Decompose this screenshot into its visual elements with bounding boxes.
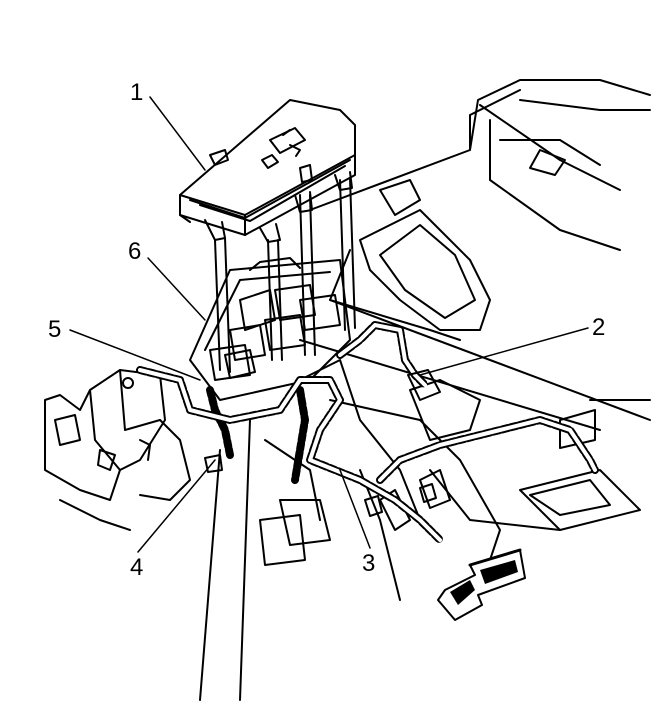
body-structure: [199, 79, 651, 701]
support-posts: [214, 177, 356, 373]
callout-1: 1: [130, 79, 144, 106]
callout-6: 6: [128, 238, 142, 265]
junction-block-base: [189, 257, 351, 401]
left-mount-bracket: [44, 369, 191, 531]
leader-lines: [69, 96, 589, 553]
harness-connectors: [204, 349, 441, 517]
callout-2: 2: [592, 314, 606, 341]
forward-direction-arrow-icon: [437, 548, 526, 621]
callout-3: 3: [362, 550, 376, 577]
junction-block-cover: [179, 99, 356, 243]
harness-inner: [138, 323, 597, 542]
callout-5: 5: [48, 316, 62, 343]
callout-4: 4: [130, 554, 144, 581]
